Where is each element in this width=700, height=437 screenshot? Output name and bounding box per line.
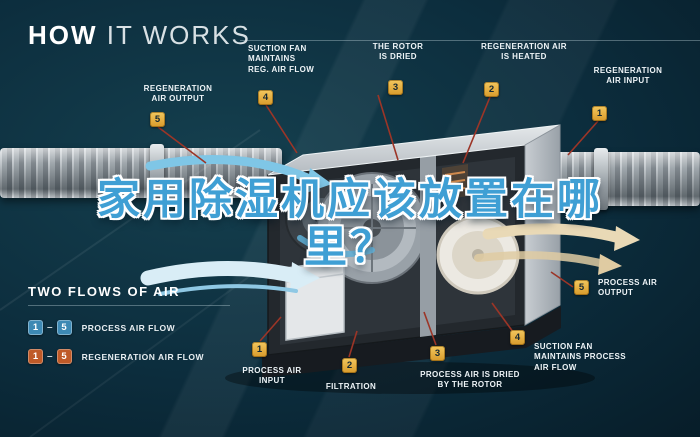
callout-label: BY THE ROTOR <box>437 380 503 390</box>
callout-label: REGENERATION <box>593 66 663 75</box>
step-badge: 2 <box>342 358 357 373</box>
title-rule <box>240 40 700 41</box>
callout-process-air-input: 1 PROCESS AIR INPUT <box>228 336 316 387</box>
step-badge: 5 <box>574 280 589 295</box>
callout-rotor-dried: THE ROTOR IS DRIED 3 <box>358 42 438 95</box>
legend-label-regeneration: REGENERATION AIR FLOW <box>81 351 204 362</box>
step-badge: 3 <box>430 346 445 361</box>
chinese-headline-line2: 里？ <box>304 224 396 273</box>
legend-badge-to: 5 <box>56 349 72 364</box>
step-badge: 5 <box>150 112 165 127</box>
chinese-headline-line1: 家用除湿机应该放置在哪 <box>97 176 603 224</box>
page-title-bold: HOW <box>28 20 98 50</box>
legend-rule <box>28 305 230 306</box>
legend-badge-from: 1 <box>28 349 43 364</box>
callout-process-air-output: 5 PROCESS AIR OUTPUT <box>574 278 684 299</box>
callout-regeneration-air-output: REGENERATION AIR OUTPUT 5 <box>126 84 230 127</box>
callout-label: REG. AIR FLOW <box>248 64 315 74</box>
page-title: HOW IT WORKS <box>28 20 251 51</box>
legend-label-process: PROCESS AIR FLOW <box>81 322 176 333</box>
callout-regeneration-air-input: REGENERATION AIR INPUT 1 <box>582 66 674 121</box>
callout-label: PROCESS AIR <box>598 278 658 287</box>
callout-label: PROCESS AIR <box>242 366 302 375</box>
callout-label: PROCESS AIR IS DRIED <box>420 370 520 379</box>
callout-label: AIR INPUT <box>606 76 650 86</box>
step-badge: 3 <box>388 80 403 95</box>
step-badge: 1 <box>252 342 267 357</box>
callout-label: IS HEATED <box>501 52 547 62</box>
callout-regeneration-air-heated: REGENERATION AIR IS HEATED 2 <box>474 42 574 97</box>
legend-row-regeneration: 1 – 5 REGENERATION AIR FLOW <box>28 349 248 364</box>
callout-label: REGENERATION AIR <box>481 42 567 51</box>
legend-title: TWO FLOWS OF AIR <box>28 284 181 299</box>
callout-label: AIR OUTPUT <box>151 94 205 104</box>
callout-label: SUCTION FAN <box>534 342 593 351</box>
legend-row-process: 1 – 5 PROCESS AIR FLOW <box>28 320 248 335</box>
callout-label: THE ROTOR <box>372 42 424 51</box>
callout-label: FILTRATION <box>325 382 377 391</box>
step-badge: 2 <box>484 82 499 97</box>
callout-label: MAINTAINS <box>248 54 296 64</box>
callout-label: MAINTAINS PROCESS <box>534 352 626 362</box>
legend-dash: – <box>47 322 53 333</box>
step-badge: 4 <box>258 90 273 105</box>
step-badge: 1 <box>592 106 607 121</box>
page-title-light: IT WORKS <box>106 20 251 50</box>
legend-badge-to: 5 <box>56 320 72 335</box>
legend-badge-from: 1 <box>28 320 43 335</box>
callout-label: OUTPUT <box>598 288 634 298</box>
callout-label: SUCTION FAN <box>248 44 307 53</box>
callout-label: AIR FLOW <box>534 362 577 372</box>
callout-label: REGENERATION <box>143 84 213 93</box>
legend-dash: – <box>47 351 53 362</box>
callout-suction-fan-reg: SUCTION FAN MAINTAINS REG. AIR FLOW 4 <box>248 44 344 105</box>
callout-label: IS DRIED <box>379 52 417 62</box>
right-duct-pipe <box>548 152 700 206</box>
callout-label: INPUT <box>259 376 285 386</box>
right-duct-flange <box>594 148 608 210</box>
callout-process-air-dried: 3 PROCESS AIR IS DRIED BY THE ROTOR <box>400 340 540 391</box>
callout-filtration: 2 FILTRATION <box>316 352 386 392</box>
legend: TWO FLOWS OF AIR 1 – 5 PROCESS AIR FLOW … <box>28 284 248 364</box>
chinese-headline: 家用除湿机应该放置在哪 里？ <box>0 176 700 272</box>
